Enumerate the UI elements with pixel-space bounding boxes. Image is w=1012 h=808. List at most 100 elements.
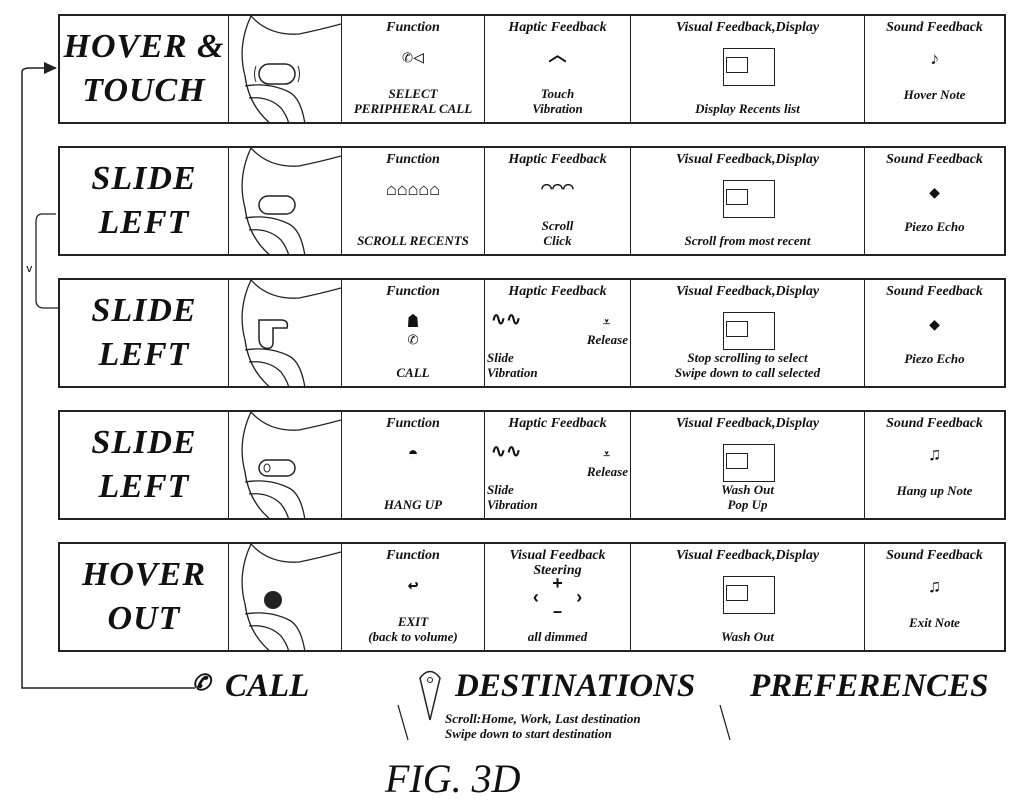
steering-wheel-cell: [229, 412, 342, 518]
function-label: CALL: [396, 365, 430, 380]
function-cell: Function ☗ ✆ CALL: [342, 280, 485, 386]
gesture-label: SLIDE LEFT: [91, 424, 197, 505]
destinations-label: DESTINATIONS: [455, 668, 696, 704]
call-label: CALL: [225, 668, 310, 704]
haptic-header: Haptic Feedback: [508, 20, 607, 35]
sound-cell: Sound Feedback♫Exit Note: [865, 544, 1004, 650]
contact-call-icon: ☗ ✆: [407, 313, 419, 351]
arrow-head-icon: [44, 62, 57, 74]
function-cell: Function ⌂⌂⌂⌂⌂ SCROLL RECENTS: [342, 148, 485, 254]
haptic-wave-icon: ⌒⌒⌒: [541, 179, 574, 199]
haptic-wave-icon: ︿: [548, 47, 567, 67]
display-screen-icon: [723, 180, 775, 218]
preferences-label: PREFERENCES: [750, 668, 989, 704]
display-screen-icon: [723, 444, 775, 482]
sound-label: Hang up Note: [896, 483, 973, 498]
haptic-cell: Haptic Feedback ︿ Touch Vibration: [485, 16, 631, 122]
steering-wheel-sketch: [241, 544, 341, 650]
steering-wheel-cell: [229, 544, 342, 650]
haptic-header: Haptic Feedback: [508, 152, 607, 167]
gesture-label: SLIDE LEFT: [91, 292, 197, 373]
gesture-row: HOVER OUT Function ↩ EXIT (back to volume)…: [58, 542, 1006, 652]
haptic-header: Haptic Feedback: [508, 416, 607, 431]
visual-label: Display Recents list: [695, 101, 800, 116]
sound-icon: ♪: [929, 50, 940, 70]
sound-header: Sound Feedback: [886, 548, 983, 563]
steering-wheel-cell: [229, 280, 342, 386]
haptic-header: Haptic Feedback: [508, 284, 607, 299]
gesture-row: HOVER & TOUCH Function ✆◁ SELECT PERIPHERA…: [58, 14, 1006, 124]
gesture-row: SLIDE LEFT Function ☗ ✆ CALL Haptic Feedba…: [58, 278, 1006, 388]
function-header: Function: [386, 284, 440, 299]
visual-label: Stop scrolling to select Swipe down to c…: [674, 350, 821, 380]
sound-header: Sound Feedback: [886, 152, 983, 167]
steering-wheel-sketch: [241, 148, 341, 254]
visual-header: Visual Feedback,Display: [675, 20, 820, 35]
down-chevron-icon: v: [26, 264, 33, 276]
function-header: Function: [386, 20, 440, 35]
visual-header: Visual Feedback,Display: [675, 152, 820, 167]
gesture-cell: SLIDE LEFT: [60, 148, 229, 254]
function-header: Function: [386, 548, 440, 563]
sound-label: Piezo Echo: [904, 351, 965, 366]
loop-bracket: [35, 213, 58, 309]
haptic-label: Touch Vibration: [532, 86, 583, 116]
function-label: EXIT (back to volume): [368, 614, 458, 644]
sound-icon: ◆: [929, 316, 940, 336]
function-label: SCROLL RECENTS: [357, 233, 469, 248]
steering-wheel-sketch: [241, 412, 341, 518]
gesture-cell: SLIDE LEFT: [60, 412, 229, 518]
haptic-header: Visual Feedback Steering: [509, 548, 606, 578]
haptic-wave-icon: ∿∿: [491, 311, 522, 331]
sound-cell: Sound Feedback◆Piezo Echo: [865, 280, 1004, 386]
return-arrow-line: [21, 67, 195, 689]
exit-arrow-icon: ↩: [407, 577, 419, 597]
destinations-brackets: [397, 704, 731, 741]
haptic-label: all dimmed: [527, 629, 588, 644]
release-icon: ⩡: [603, 448, 610, 462]
haptic-label: Scroll Click: [541, 218, 574, 248]
sound-cell: Sound Feedback♪Hover Note: [865, 16, 1004, 122]
release-icon: ⩡: [603, 316, 610, 330]
function-cell: Function ↩ EXIT (back to volume): [342, 544, 485, 650]
haptic-label: Slide Vibration: [487, 482, 538, 512]
gesture-row: SLIDE LEFT Function◓HANG UP Haptic Feedb…: [58, 410, 1006, 520]
phone-signal-icon: ✆◁: [402, 49, 424, 69]
sound-cell: Sound Feedback◆Piezo Echo: [865, 148, 1004, 254]
visual-label: Wash Out Pop Up: [721, 482, 774, 512]
haptic-cell: Visual Feedback Steering+ ‹ › –all dimme…: [485, 544, 631, 650]
gesture-label: HOVER OUT: [81, 556, 207, 637]
sound-header: Sound Feedback: [886, 416, 983, 431]
function-header: Function: [386, 152, 440, 167]
release-label: Release: [586, 464, 628, 479]
sound-icon: ◆: [929, 184, 940, 204]
gesture-row: SLIDE LEFT Function ⌂⌂⌂⌂⌂ SCROLL RECENTS H…: [58, 146, 1006, 256]
sound-label: Exit Note: [909, 615, 960, 630]
steering-wheel-cell: [229, 148, 342, 254]
gesture-cell: SLIDE LEFT: [60, 280, 229, 386]
steering-wheel-sketch: [241, 280, 341, 386]
display-screen-icon: [723, 576, 775, 614]
destinations-subtext: Scroll:Home, Work, Last destination Swip…: [445, 711, 641, 741]
visual-label: Wash Out: [721, 629, 774, 644]
visual-header: Visual Feedback,Display: [675, 548, 820, 563]
sound-label: Hover Note: [903, 87, 966, 102]
gesture-cell: HOVER & TOUCH: [60, 16, 229, 122]
steering-wheel-cell: [229, 16, 342, 122]
visual-label: Scroll from most recent: [684, 233, 811, 248]
release-label: Release: [586, 332, 628, 347]
haptic-cell: Haptic Feedback ⌒⌒⌒ Scroll Click: [485, 148, 631, 254]
location-pin-icon: [419, 670, 441, 721]
haptic-wave-icon: ∿∿: [491, 443, 522, 463]
function-label: SELECT PERIPHERAL CALL: [353, 86, 473, 116]
contacts-icon: ⌂⌂⌂⌂⌂: [385, 181, 440, 201]
steering-wheel-sketch: [241, 16, 341, 122]
display-screen-icon: [723, 312, 775, 350]
